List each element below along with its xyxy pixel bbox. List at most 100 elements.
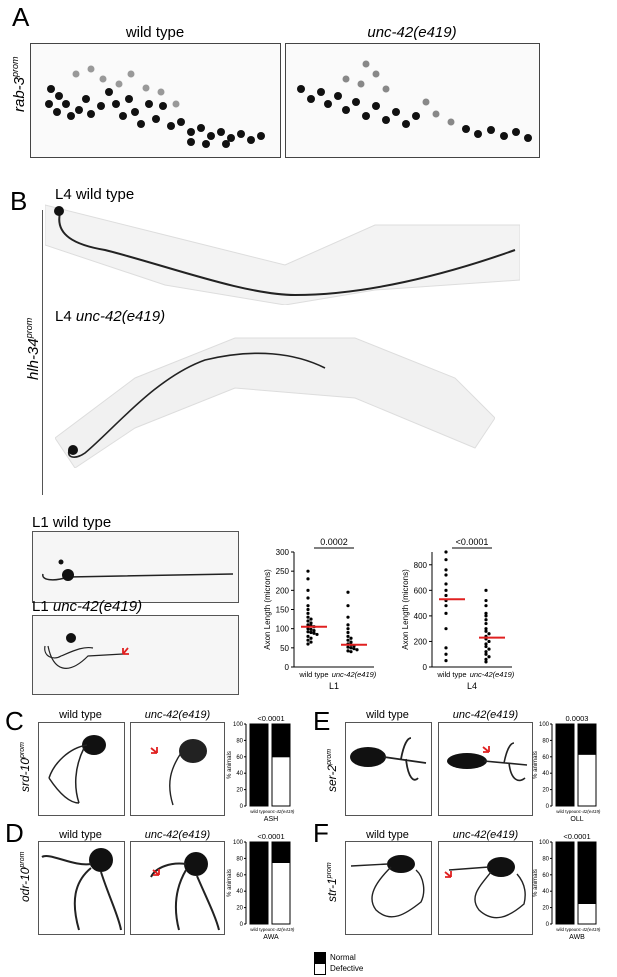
l4-wildtype-neuron (44, 204, 521, 306)
data-point (444, 582, 448, 586)
y-axis-label: % animals (533, 869, 539, 897)
bar-defective (577, 753, 597, 807)
x-tick-label: wild type (298, 670, 328, 679)
data-point (484, 652, 488, 656)
bar-normal (555, 723, 575, 807)
data-point (484, 629, 488, 633)
panel-e-marker: ser-2prom (325, 748, 339, 792)
data-point (306, 607, 310, 612)
data-point (346, 630, 350, 635)
data-point (309, 636, 313, 640)
data-point (346, 627, 350, 631)
data-point (315, 632, 319, 637)
neuron-cluster-wt (45, 65, 265, 148)
x-tick-label: unc-42(e419) (470, 670, 515, 679)
panel-e-mutant-header: unc-42(e419) (452, 709, 519, 721)
panel-d-wildtype-header: wild type (59, 829, 102, 841)
x-tick-label: unc-42(e419) (332, 670, 377, 679)
data-point (349, 650, 353, 654)
legend-defective-swatch (314, 962, 326, 975)
y-axis-label: Axon Length (microns) (263, 569, 272, 650)
panel-e-label: E (313, 706, 331, 736)
chart-title: L1 (329, 681, 339, 691)
panel-e-wildtype-header: wild type (366, 709, 409, 721)
p-value-label: <0.0001 (257, 714, 284, 723)
data-point (306, 638, 310, 642)
x-tick-label: unc-42(e419) (268, 809, 295, 814)
panel-f-mutant-header: unc-42(e419) (452, 829, 519, 841)
y-tick-label: 0 (240, 804, 244, 810)
data-point (444, 646, 448, 650)
data-point (484, 598, 488, 603)
panel-e-wildtype-neuron (350, 737, 427, 781)
p-value-label: 0.0002 (320, 537, 348, 547)
data-point (309, 630, 313, 635)
data-point (309, 617, 313, 621)
panel-d-wildtype-neuron (41, 848, 122, 931)
data-point (346, 649, 350, 653)
y-tick-label: 200 (276, 586, 290, 595)
legend-normal-label: Normal (330, 953, 356, 962)
data-point (309, 621, 313, 625)
panel-b-label: B (10, 186, 28, 216)
p-value-label: <0.0001 (456, 537, 489, 547)
data-point (484, 588, 488, 592)
chart-title: AWA (263, 934, 279, 941)
data-point (487, 639, 491, 644)
y-tick-label: 100 (539, 840, 550, 846)
data-point (487, 647, 491, 651)
y-tick-label: 20 (542, 906, 549, 912)
panel-e-wildtype-image (345, 722, 432, 816)
y-tick-label: 0 (546, 804, 550, 810)
bar-defective (577, 903, 597, 925)
legend: Normal Defective (314, 951, 363, 975)
panel-c-label: C (5, 706, 24, 736)
data-point (444, 659, 448, 663)
data-point (346, 590, 350, 594)
y-tick-label: 250 (276, 567, 290, 576)
panel-f-mutant-neuron (444, 857, 526, 919)
panel-f-marker: str-1prom (325, 862, 339, 902)
panel-b-marker: hlh-34prom (24, 317, 42, 380)
y-tick-label: 600 (414, 586, 428, 595)
y-tick-label: 20 (236, 906, 243, 912)
data-point (444, 604, 448, 608)
data-point (484, 657, 488, 661)
y-tick-label: 300 (276, 548, 290, 557)
red-arrow-icon (122, 647, 129, 655)
y-tick-label: 60 (542, 873, 549, 879)
red-arrow-icon (482, 746, 490, 753)
chart-title: ASH (264, 816, 278, 822)
data-point (306, 611, 310, 615)
data-point (306, 577, 310, 581)
y-tick-label: 100 (276, 625, 290, 634)
data-point (309, 627, 313, 632)
chart-title: AWB (569, 934, 585, 941)
data-point (349, 640, 353, 644)
panel-a-mutant-image (285, 43, 540, 158)
y-tick-label: 40 (236, 771, 243, 777)
bar-defective (271, 756, 291, 807)
panel-a-wildtype-header: wild type (125, 24, 185, 41)
panel-b-divider-line (42, 210, 43, 495)
bar-normal (555, 841, 575, 925)
bar-normal (249, 723, 269, 807)
panel-f-wildtype-neuron (350, 855, 425, 918)
x-tick-label: wild type (250, 809, 268, 814)
red-arrow-icon (152, 869, 160, 876)
data-point (487, 655, 491, 659)
y-axis-label: % animals (533, 751, 539, 779)
y-axis-label: Axon Length (microns) (401, 569, 410, 650)
data-point (484, 604, 488, 608)
red-arrow-icon (150, 747, 158, 754)
data-point (306, 627, 310, 631)
bar-normal (249, 841, 269, 925)
l4-mutant-image (54, 318, 496, 469)
x-tick-label: wild type (556, 927, 574, 932)
y-tick-label: 20 (236, 788, 243, 794)
y-tick-label: 150 (276, 606, 290, 615)
panel-d-mutant-header: unc-42(e419) (144, 829, 211, 841)
